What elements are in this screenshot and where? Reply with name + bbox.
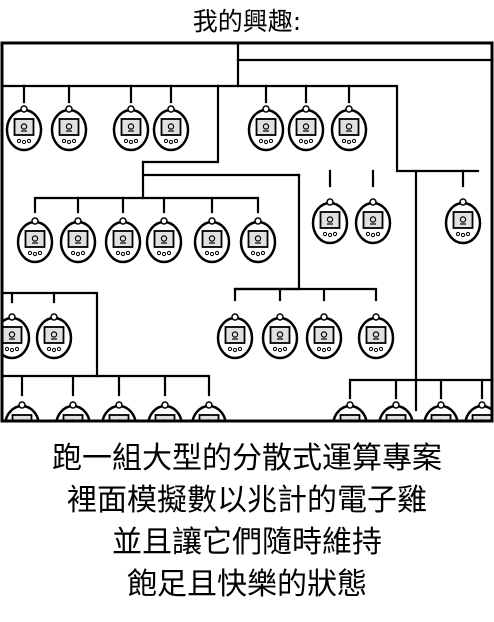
tamagotchi-icon — [2, 312, 31, 360]
tamagotchi-icon — [463, 400, 492, 421]
tamagotchi-icon — [5, 104, 43, 152]
caption-line: 裡面模擬數以兆計的電子雞 — [67, 483, 427, 518]
tamagotchi-icon — [54, 400, 92, 421]
tamagotchi-icon — [287, 104, 325, 152]
tamagotchi-icon — [331, 400, 369, 421]
tamagotchi-icon — [193, 216, 231, 264]
comic-title: 我的興趣: — [192, 7, 302, 36]
tamagotchi-icon — [16, 216, 54, 264]
panel-border — [0, 41, 494, 423]
tamagotchi-icon — [3, 400, 41, 421]
tamagotchi-icon — [247, 104, 285, 152]
tamagotchi-icon — [239, 216, 277, 264]
tamagotchi-icon — [59, 216, 97, 264]
tamagotchi-icon — [104, 216, 142, 264]
tamagotchi-icon — [330, 104, 368, 152]
tamagotchi-icon — [357, 312, 395, 360]
tamagotchi-icon — [444, 197, 482, 245]
tamagotchi-icon — [354, 197, 392, 245]
tamagotchi-icon — [35, 312, 73, 360]
tamagotchi-icon — [422, 400, 460, 421]
comic-panel — [0, 41, 494, 423]
tamagotchi-icon — [190, 400, 228, 421]
tamagotchi-icon — [146, 400, 184, 421]
tamagotchi-tree — [2, 43, 492, 421]
tamagotchi-icon — [216, 312, 254, 360]
tamagotchi-icon — [152, 104, 190, 152]
tamagotchi-icon — [50, 104, 88, 152]
tamagotchi-icon — [112, 104, 150, 152]
caption-line: 飽足且快樂的狀態 — [127, 567, 367, 602]
tamagotchi-icon — [377, 400, 415, 421]
tamagotchi-icon — [261, 312, 299, 360]
caption-line: 並且讓它們隨時維持 — [112, 525, 382, 560]
tree-lines — [2, 43, 492, 412]
comic-caption: 跑一組大型的分散式運算專案 裡面模擬數以兆計的電子雞 並且讓它們隨時維持 飽足且… — [0, 438, 494, 606]
tamagotchi-icon — [305, 312, 343, 360]
tamagotchi-icon — [100, 400, 138, 421]
tamagotchi-icon — [145, 216, 183, 264]
tamagotchi-icon — [311, 197, 349, 245]
caption-line: 跑一組大型的分散式運算專案 — [52, 441, 442, 476]
